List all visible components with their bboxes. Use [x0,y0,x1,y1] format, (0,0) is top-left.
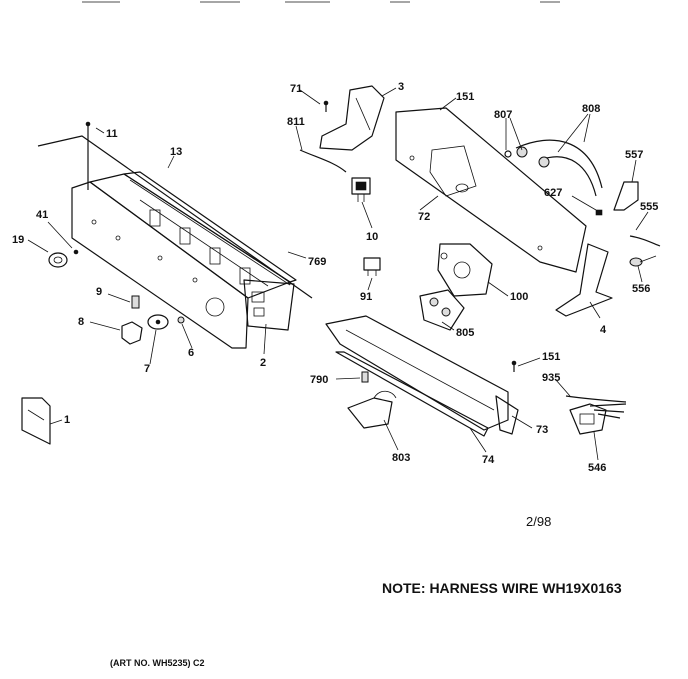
trim-74-part [335,351,489,437]
label-3: 3 [398,81,404,93]
label-811: 811 [287,116,305,128]
label-557: 557 [625,149,643,161]
label-8: 8 [78,316,84,328]
part-805 [419,289,465,331]
rear-panel-72-part [395,107,587,273]
label-41: 41 [36,209,48,221]
label-790: 790 [310,374,328,386]
label-100: 100 [510,291,528,303]
label-546: 546 [588,462,606,474]
label-808: 808 [582,103,600,115]
inlet-808-part [515,139,603,197]
manual-1-part [21,397,51,445]
label-19: 19 [12,234,24,246]
part-555-556 [629,235,661,267]
label-769: 769 [308,256,326,268]
part-803 [347,390,397,429]
harness-546-part [565,395,627,435]
bracket-3-part [319,85,385,151]
label-10: 10 [366,231,378,243]
label-151-top: 151 [456,91,474,103]
label-13: 13 [170,146,182,158]
knob-8-part [121,321,143,345]
part-labels: 71 3 151 807 808 811 11 13 557 627 555 5… [12,81,658,474]
harness-note: NOTE: HARNESS WIRE WH19X0163 [382,580,622,596]
label-4: 4 [600,324,607,336]
console-73-part [325,315,519,435]
part-91 [363,257,381,276]
label-556: 556 [632,283,650,295]
control-panel-part [37,135,313,349]
part-790 [361,371,369,383]
label-807: 807 [494,109,512,121]
label-72: 72 [418,211,430,223]
screw-71-part [323,100,329,112]
clip-6-part [177,316,185,324]
switch-10-part [351,177,371,202]
label-6: 6 [188,347,194,359]
screw-11-part [85,121,91,190]
label-91: 91 [360,291,372,303]
label-71: 71 [290,83,302,95]
screw-151-part [511,360,517,372]
label-2: 2 [260,357,266,369]
knob-19-part [48,252,68,268]
dial-7-part [147,314,169,330]
label-7: 7 [144,363,150,375]
screw-41-part [73,249,79,255]
timer-100-part [437,243,493,297]
label-627: 627 [544,187,562,199]
end-cap-part [243,279,295,331]
part-557 [613,181,639,211]
leader-lines [27,87,649,461]
hose-811-part [299,149,347,173]
label-555: 555 [640,201,658,213]
label-11: 11 [106,128,118,140]
label-73: 73 [536,424,548,436]
art-number: (ART NO. WH5235) C2 [110,658,205,668]
label-935: 935 [542,372,560,384]
label-151-bottom: 151 [542,351,560,363]
label-1: 1 [64,414,70,426]
bracket-4-part [555,243,613,317]
label-803: 803 [392,452,410,464]
washer-807-part [504,150,512,158]
label-74: 74 [482,454,495,466]
label-805: 805 [456,327,474,339]
label-9: 9 [96,286,102,298]
spring-9-part [131,295,140,309]
part-627 [595,209,603,216]
revision-date: 2/98 [526,514,551,529]
